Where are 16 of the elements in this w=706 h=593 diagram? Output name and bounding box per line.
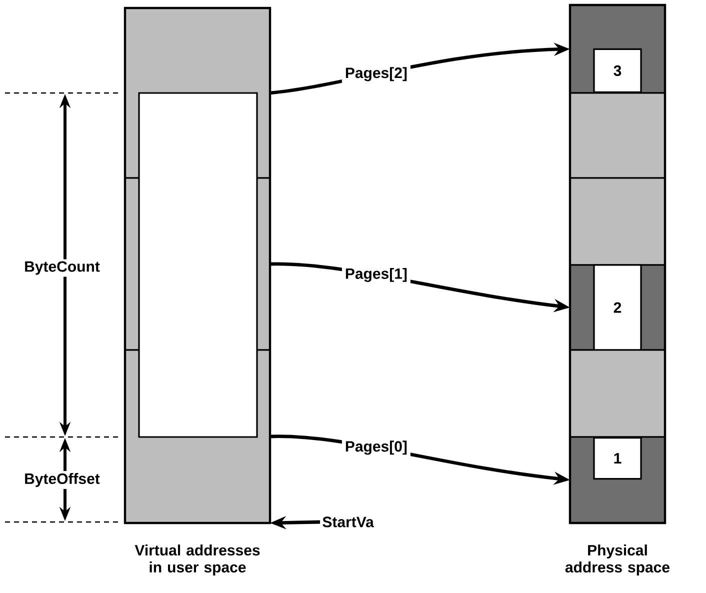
dimension-label: ByteOffset: [22, 471, 102, 489]
dimension-label: ByteCount: [22, 259, 102, 277]
edge-label: Pages[0]: [342, 438, 410, 458]
node-label: Physical address space: [565, 544, 670, 576]
edge-label: Pages[2]: [342, 64, 410, 84]
page-block: [569, 177, 666, 266]
page-frame: 1: [569, 436, 666, 524]
page-block: [569, 349, 666, 438]
edge-label: Pages[1]: [342, 264, 410, 285]
page-frame: 2: [569, 264, 666, 351]
page-block: [138, 92, 258, 438]
node-label: Virtual addresses in user space: [134, 544, 260, 576]
pointer-label: StartVa: [322, 516, 374, 528]
page-block: [569, 92, 666, 179]
page-frame: 3: [569, 4, 666, 94]
address-column: Virtual addresses in user space: [124, 6, 272, 576]
